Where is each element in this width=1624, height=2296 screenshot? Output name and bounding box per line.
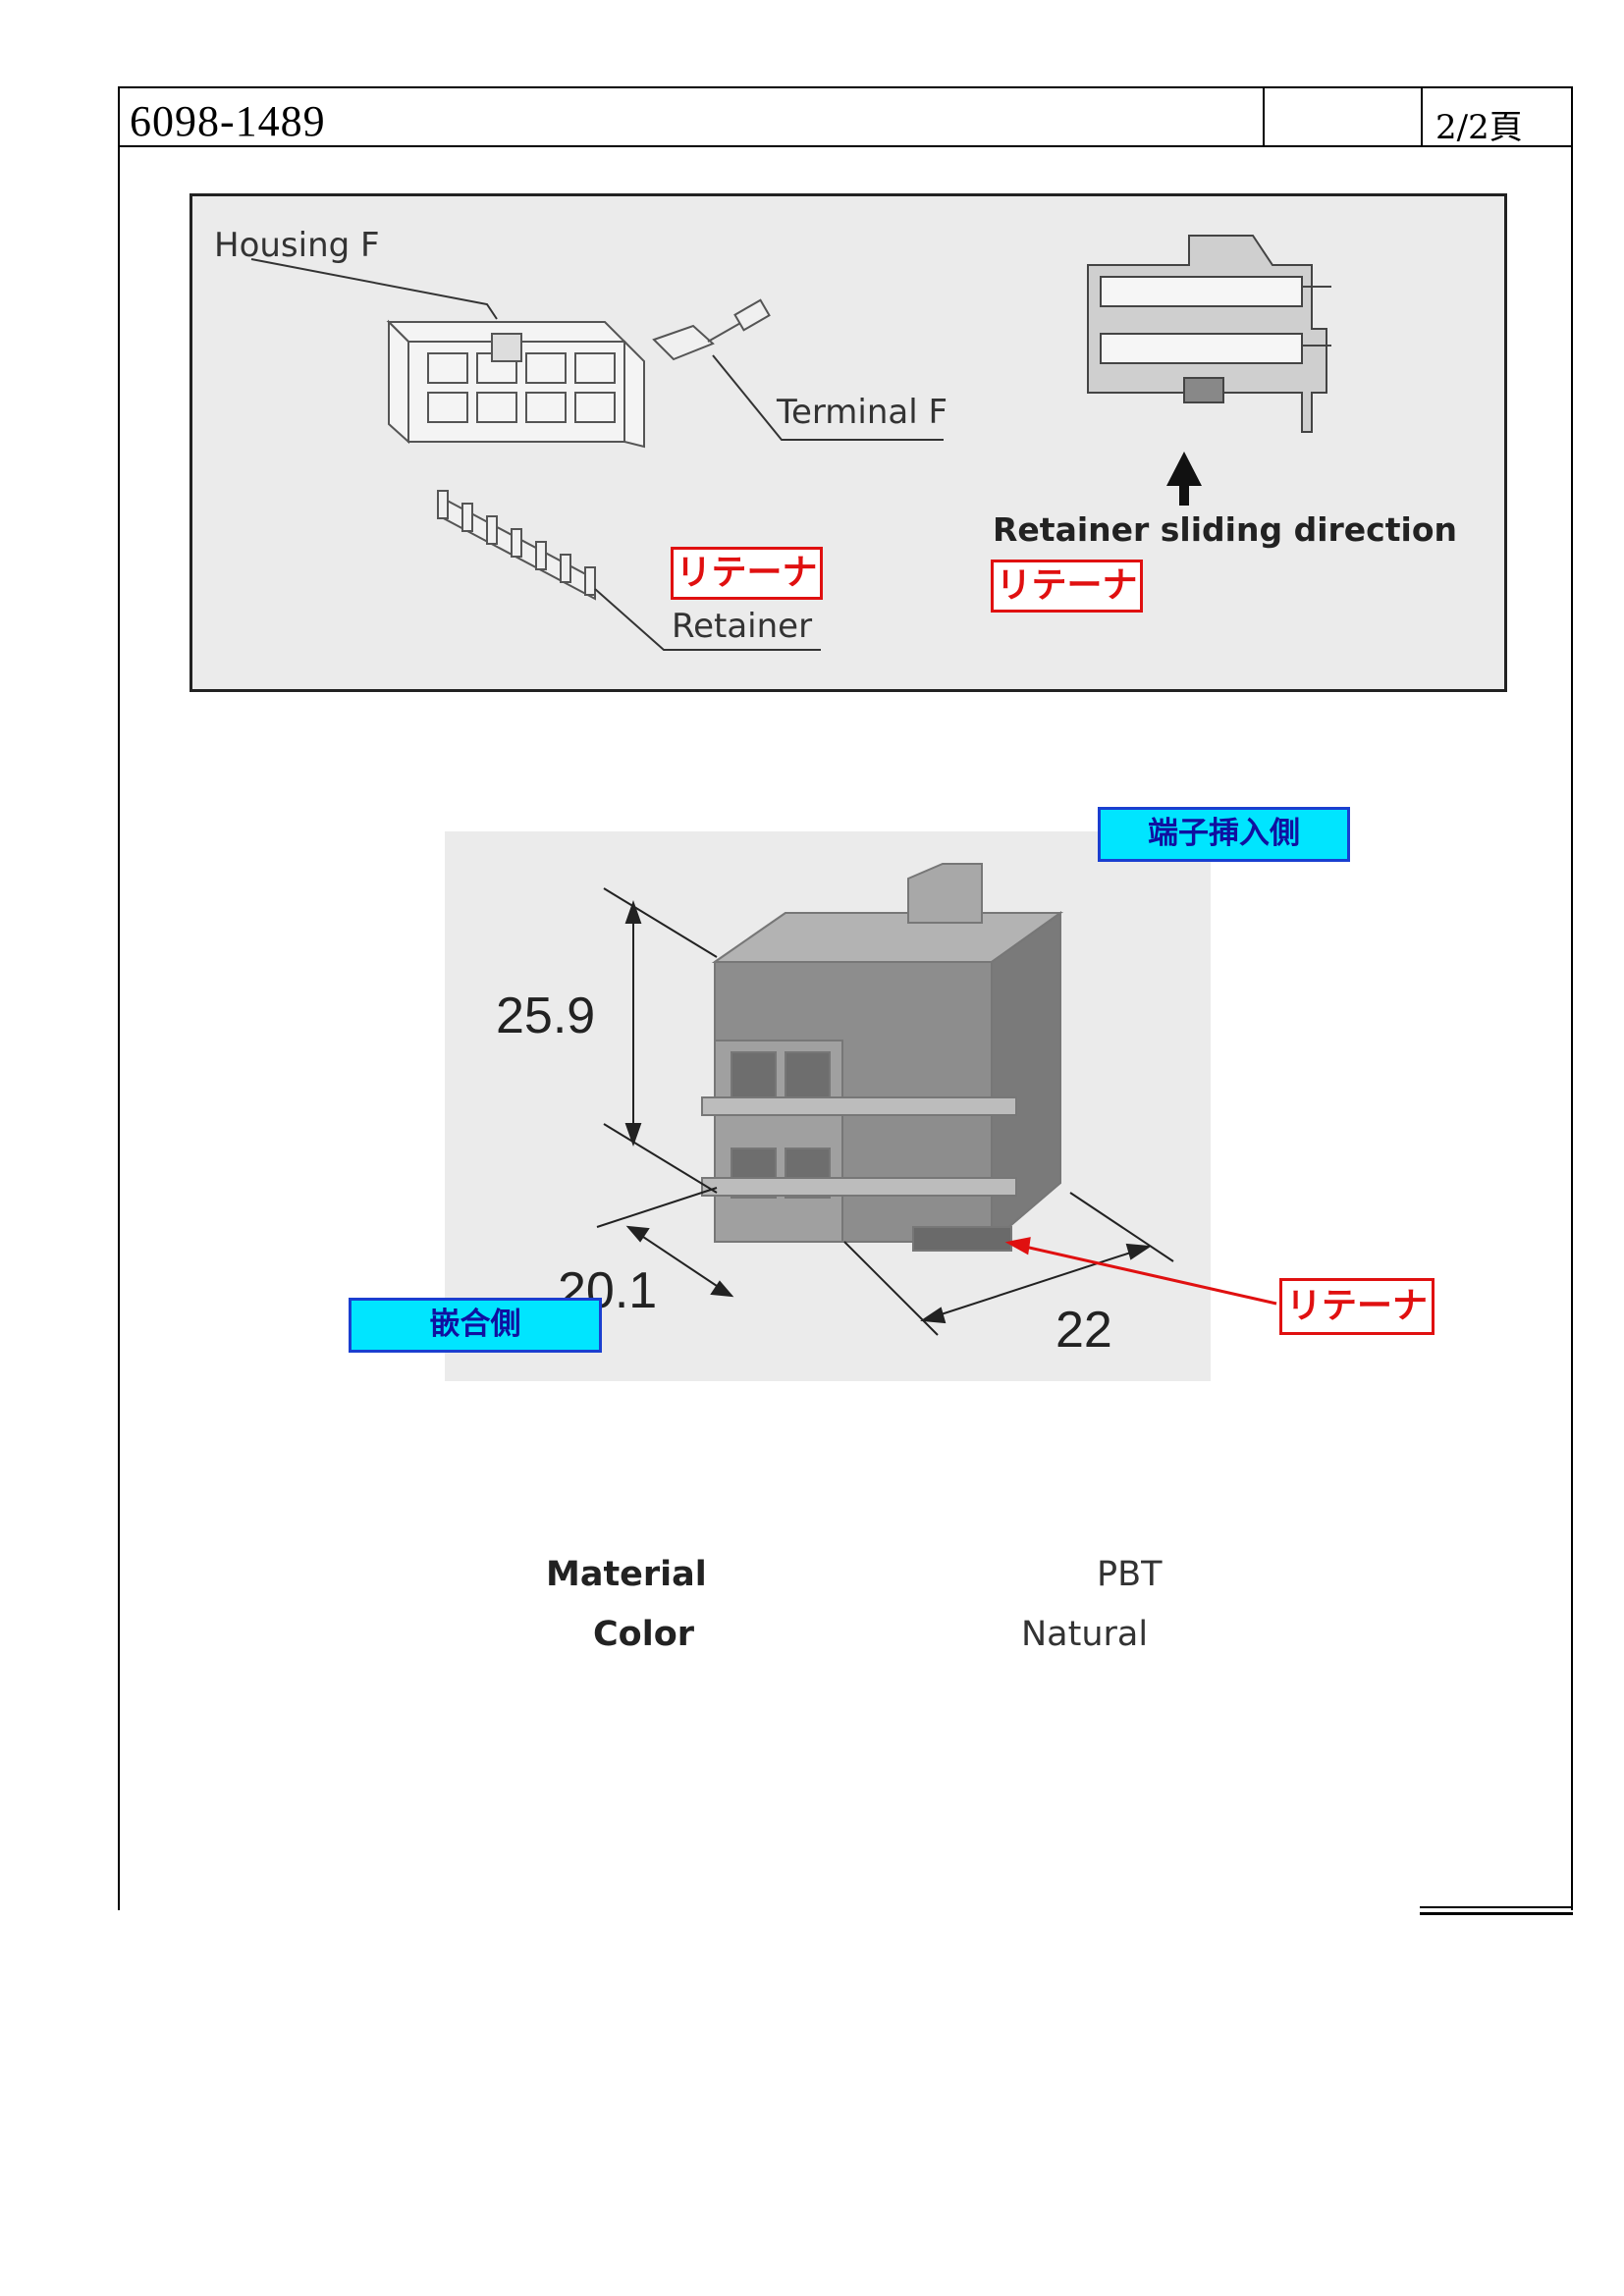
connector-illustration	[701, 863, 1064, 1252]
frame-bottom-rule	[1420, 1912, 1573, 1915]
material-key: Material	[546, 1555, 707, 1594]
housing-label: Housing F	[214, 226, 380, 265]
housing-illustration	[386, 319, 645, 449]
retainer-leader	[1004, 1237, 1277, 1306]
retainer-jp-callout: リテーナ	[991, 560, 1143, 613]
retainer-illustration	[437, 490, 596, 601]
color-value: Natural	[1021, 1615, 1149, 1654]
title-divider	[1421, 88, 1423, 145]
retainer-jp-callout: リテーナ	[671, 547, 823, 600]
material-value: PBT	[1097, 1555, 1163, 1594]
exploded-view-panel: Housing F Terminal F Retainer Retainer s…	[189, 193, 1507, 692]
height-dimension	[603, 887, 718, 1194]
product-drawing	[596, 863, 1277, 1336]
frame-left-border	[118, 145, 120, 1910]
terminal-illustration	[652, 298, 771, 361]
retainer-label: Retainer	[672, 607, 813, 646]
frame-bottom-rule	[1420, 1906, 1573, 1908]
terminal-insertion-side-callout: 端子挿入側	[1098, 807, 1350, 862]
color-key: Color	[593, 1615, 695, 1654]
mating-side-callout: 嵌合側	[349, 1298, 602, 1353]
title-block: 6098-1489 2/2頁	[118, 86, 1573, 147]
depth-dimension-label: 22	[1056, 1302, 1112, 1359]
retainer-jp-callout: リテーナ	[1279, 1278, 1435, 1335]
sliding-direction-label: Retainer sliding direction	[993, 510, 1457, 549]
terminal-label: Terminal F	[777, 393, 948, 432]
cross-section-illustration	[1087, 235, 1331, 433]
page-number: 2/2頁	[1435, 108, 1523, 147]
document-number: 6098-1489	[130, 97, 326, 145]
depth-dimension	[843, 1192, 1174, 1336]
width-dimension	[596, 1187, 734, 1298]
exploded-view-drawing	[250, 235, 1331, 651]
sliding-direction-arrow	[1166, 452, 1202, 506]
title-divider	[1263, 88, 1265, 145]
frame-right-border	[1571, 145, 1573, 1910]
height-dimension-label: 25.9	[496, 988, 596, 1044]
